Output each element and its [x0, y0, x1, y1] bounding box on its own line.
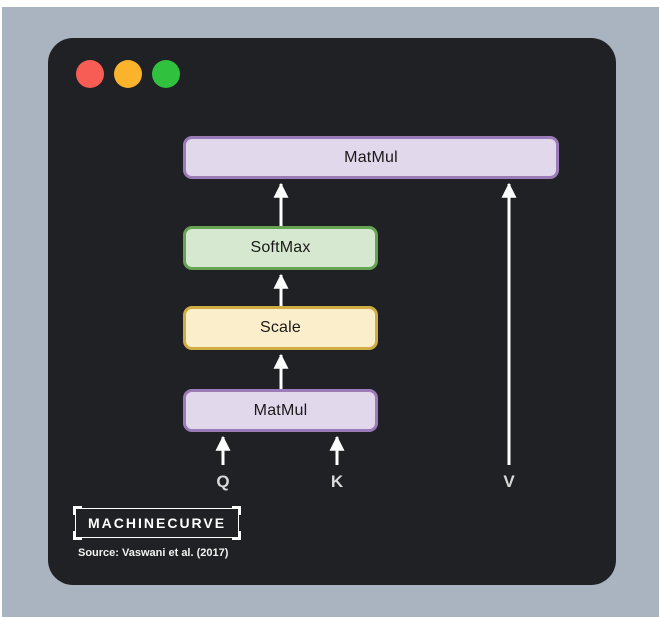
input-label-k: K [330, 472, 344, 491]
zoom-button[interactable] [152, 60, 180, 88]
node-softmax-label: SoftMax [250, 239, 311, 256]
minimize-button[interactable] [114, 60, 142, 88]
machinecurve-logo: MACHINECURVE [73, 506, 242, 540]
logo-frame-corner [232, 506, 242, 515]
app-window: MatMul SoftMax Scale MatMul Q K V MACHIN… [48, 38, 616, 585]
node-matmul-bottom: MatMul [183, 389, 378, 432]
logo-frame-corner [232, 531, 242, 540]
window-controls [76, 60, 180, 88]
node-scale-label: Scale [259, 319, 302, 336]
source-citation: Source: Vaswani et al. (2017) [78, 547, 229, 559]
close-button[interactable] [76, 60, 104, 88]
node-softmax: SoftMax [183, 226, 378, 270]
input-label-q: Q [216, 472, 230, 491]
node-matmul-bottom-label: MatMul [253, 401, 308, 419]
node-scale: Scale [183, 306, 378, 350]
node-matmul-top: MatMul [183, 136, 559, 179]
node-matmul-top-label: MatMul [344, 148, 398, 166]
logo-frame-corner [73, 531, 82, 540]
logo-text: MACHINECURVE [88, 515, 227, 531]
logo-frame-corner [73, 506, 82, 515]
input-label-v: V [503, 472, 515, 491]
